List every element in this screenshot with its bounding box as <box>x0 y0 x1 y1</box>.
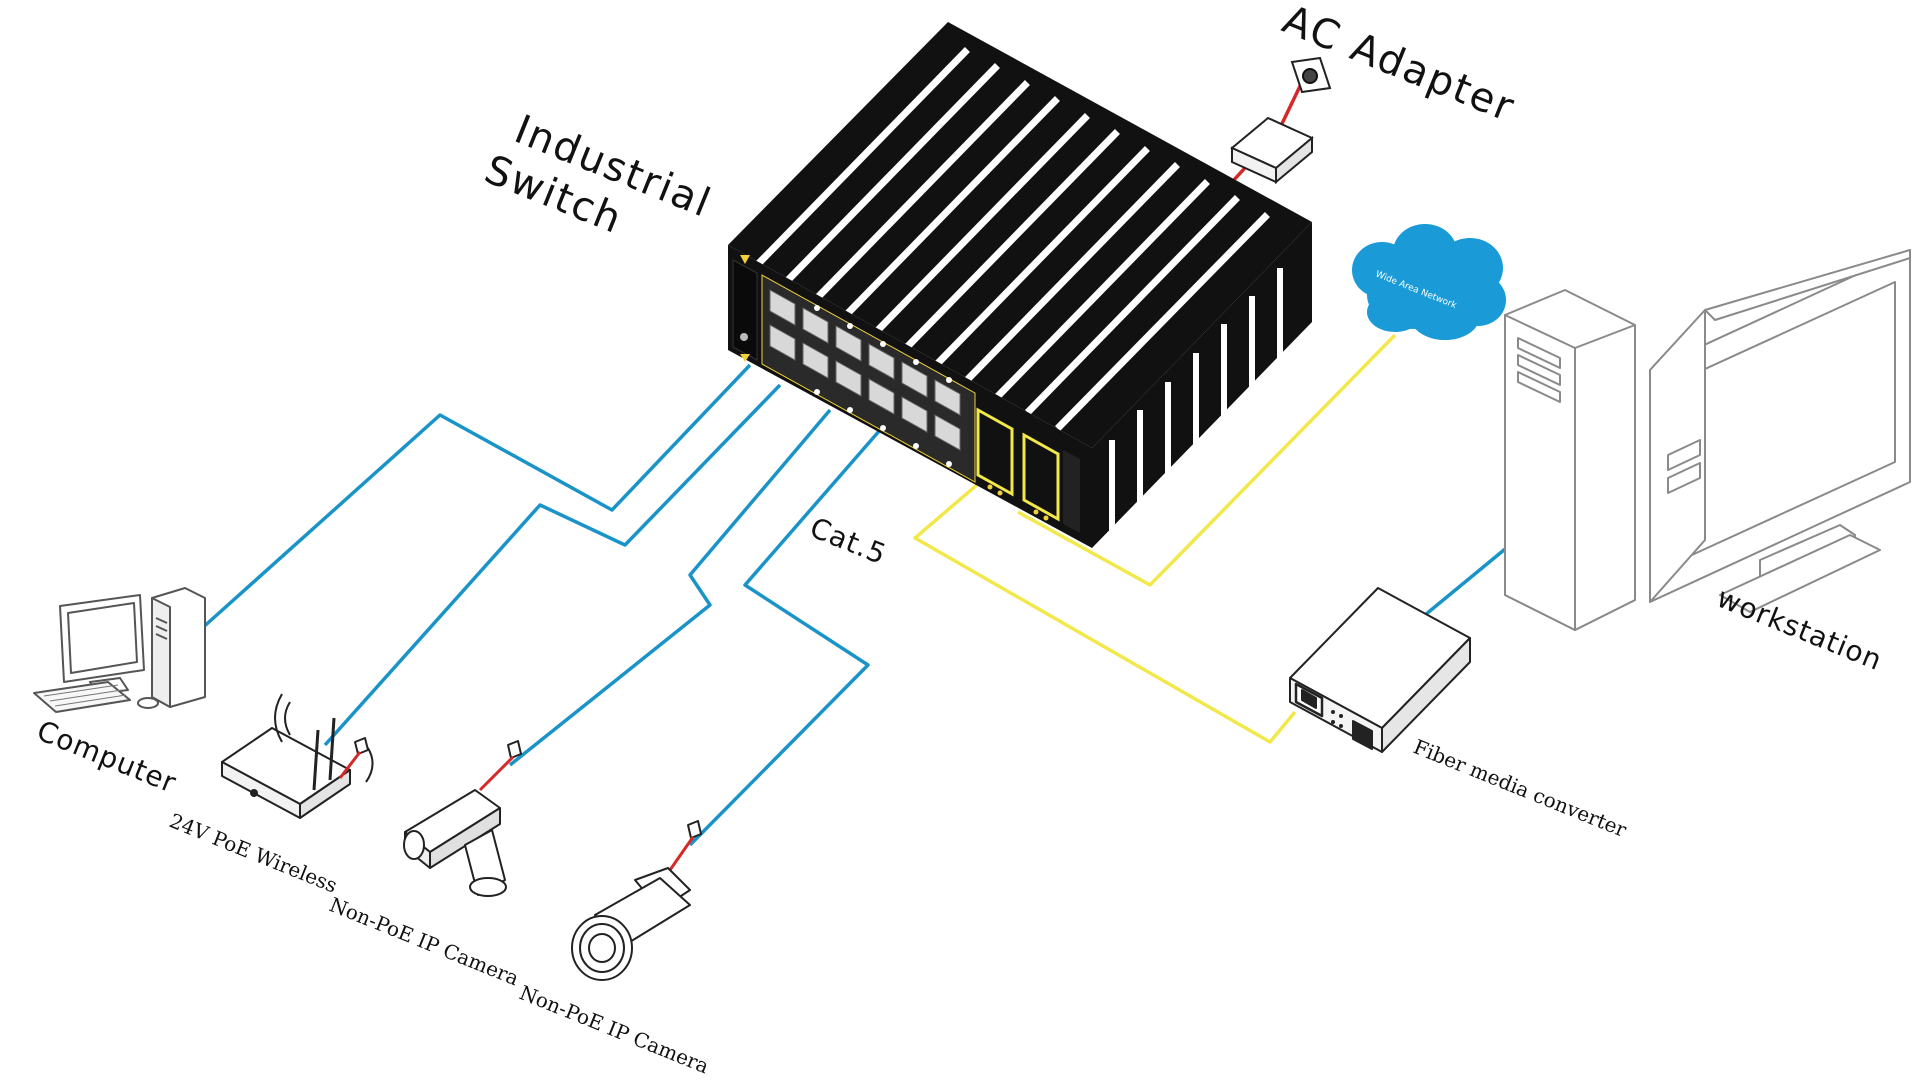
cable-computer <box>198 363 752 632</box>
cable-camera-2 <box>688 428 882 847</box>
fiber-converter-icon <box>1289 587 1471 753</box>
dome-camera-icon <box>403 740 522 897</box>
bullet-camera-icon <box>571 820 702 981</box>
fiber-to-wan <box>1017 333 1397 587</box>
workstation-label: workstation <box>1712 581 1887 677</box>
computer-label: Computer <box>32 714 181 800</box>
cat5-label: Cat.5 <box>805 511 891 571</box>
cable-workstation <box>1423 543 1512 617</box>
wireless-router-icon <box>221 693 374 819</box>
cable-wireless <box>323 383 782 747</box>
fiber-cables <box>913 333 1397 744</box>
industrial-switch-icon <box>728 22 1312 548</box>
computer-icon <box>33 587 206 713</box>
cloud-icon: Wide Area Network <box>1352 224 1506 340</box>
camera-nonpoe-label-1: Non-PoE IP Camera <box>326 892 522 990</box>
wall-socket-icon <box>1290 56 1332 94</box>
workstation-icon <box>1504 249 1911 631</box>
camera-nonpoe-label-2: Non-PoE IP Camera <box>516 980 712 1078</box>
cable-camera-1 <box>508 408 832 767</box>
cat5-cables <box>198 363 1512 847</box>
fiber-converter-label: Fiber media converter <box>1410 734 1630 842</box>
fiber-to-converter <box>913 476 1297 744</box>
wireless-label: 24V PoE Wireless <box>166 808 341 897</box>
ac-adapter-icon <box>1230 116 1314 185</box>
